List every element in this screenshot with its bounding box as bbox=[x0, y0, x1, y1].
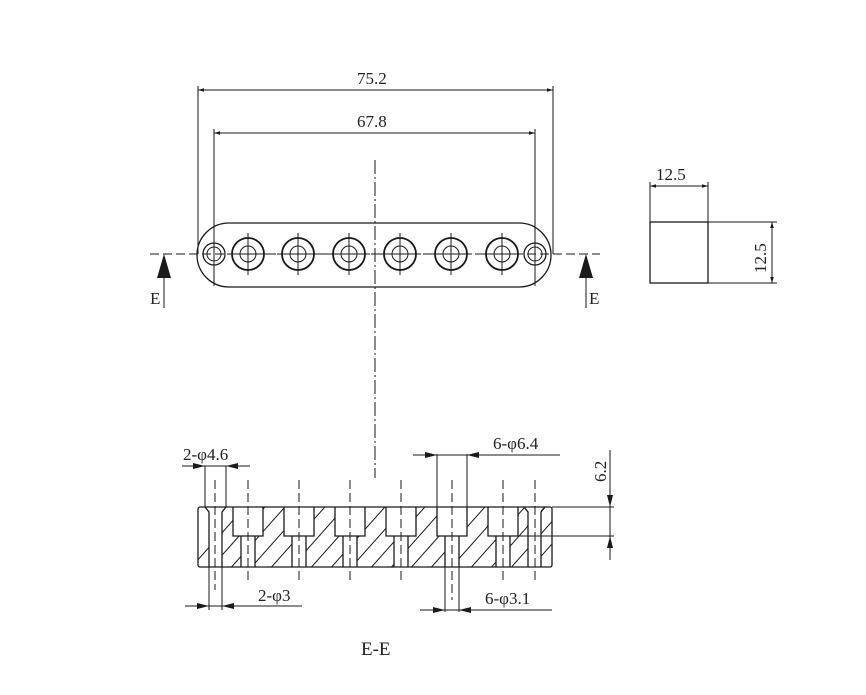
dimension-hole-pitch-span: 67.8 bbox=[357, 112, 387, 131]
end-hole-counterbore-callout: 2-φ4.6 bbox=[183, 445, 229, 464]
hole-centerlines bbox=[214, 480, 536, 600]
through-hole-callout: 6-φ3.1 bbox=[485, 589, 531, 608]
section-arrow-left bbox=[157, 254, 171, 308]
end-hole-left bbox=[202, 242, 226, 266]
counterbore-depth-dimension: 6.2 bbox=[591, 460, 610, 482]
section-view bbox=[182, 450, 614, 613]
counterbored-holes bbox=[227, 233, 523, 275]
dimension-overall-length: 75.2 bbox=[357, 69, 387, 88]
dimension-side-width: 12.5 bbox=[656, 165, 686, 184]
side-view-outline bbox=[649, 221, 709, 284]
part-outline bbox=[196, 222, 552, 288]
counterbore-callout: 6-φ6.4 bbox=[493, 434, 539, 453]
end-holes-section bbox=[204, 506, 546, 567]
end-hole-right bbox=[523, 242, 547, 266]
section-outline bbox=[197, 506, 553, 568]
section-marker-left: E bbox=[150, 289, 161, 308]
section-title: E-E bbox=[361, 639, 391, 660]
section-marker-right: E bbox=[589, 289, 600, 308]
side-view bbox=[649, 182, 777, 284]
dimension-side-height: 12.5 bbox=[751, 243, 770, 273]
end-hole-through-callout: 2-φ3 bbox=[258, 586, 291, 605]
top-view bbox=[150, 86, 600, 478]
section-arrow-right bbox=[579, 254, 593, 308]
counterbore-profiles bbox=[232, 507, 519, 567]
